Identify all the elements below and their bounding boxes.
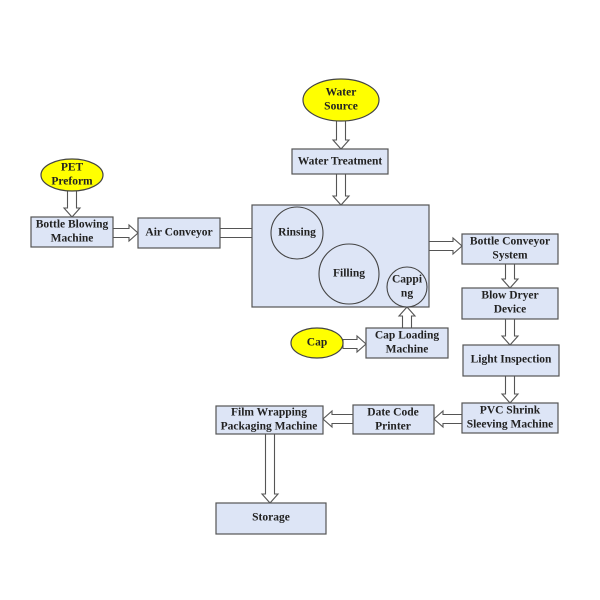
arrow-cap-to-cap-loading bbox=[342, 334, 367, 354]
arrow-filling-block-to-bottle-conveyor bbox=[428, 236, 463, 256]
water-source-label-2: Source bbox=[324, 101, 358, 113]
arrow-blow-dryer-to-light-inspection bbox=[500, 318, 520, 346]
pet-preform-label-1: PET bbox=[61, 162, 84, 174]
film-wrapping-label-2: Packaging Machine bbox=[221, 421, 318, 433]
date-code-label-1: Date Code bbox=[367, 407, 418, 419]
pvc-shrink-label-2: Sleeving Machine bbox=[467, 419, 554, 431]
arrow-light-inspection-to-pvc-shrink bbox=[500, 375, 520, 404]
cap-loading-node bbox=[365, 327, 449, 359]
cap-label: Cap bbox=[307, 337, 327, 349]
storage-label: Storage bbox=[252, 512, 290, 524]
water-treatment-node bbox=[291, 148, 389, 175]
arrow-treatment-to-filling-block bbox=[331, 173, 351, 206]
bottle-blowing-node bbox=[30, 216, 114, 248]
arrow-film-wrapping-to-storage bbox=[260, 433, 280, 504]
pvc-shrink-node bbox=[461, 402, 559, 434]
cap-loading-label-2: Machine bbox=[386, 344, 429, 356]
light-inspection-label: Light Inspection bbox=[471, 354, 552, 366]
bottle-conveyor-node bbox=[461, 233, 559, 265]
arrow-cap-loading-to-capping bbox=[397, 306, 417, 329]
filling-node bbox=[318, 243, 380, 305]
film-wrapping-node bbox=[215, 405, 324, 435]
arrow-pvc-shrink-to-date-code bbox=[433, 409, 463, 429]
bottle-blowing-label-1: Bottle Blowing bbox=[36, 219, 109, 231]
bottle-conveyor-label-1: Bottle Conveyor bbox=[470, 236, 550, 248]
bottle-blowing-label-2: Machine bbox=[51, 233, 94, 245]
rinsing-label: Rinsing bbox=[278, 227, 316, 239]
blow-dryer-label-1: Blow Dryer bbox=[481, 290, 538, 302]
air-conveyor-label: Air Conveyor bbox=[145, 227, 212, 239]
film-wrapping-label-1: Film Wrapping bbox=[231, 407, 307, 419]
capping-node bbox=[386, 266, 428, 308]
filling-label: Filling bbox=[333, 268, 365, 280]
storage-node bbox=[215, 502, 327, 535]
arrow-water-source-to-treatment bbox=[331, 120, 351, 150]
bottle-conveyor-label-2: System bbox=[492, 250, 528, 262]
light-inspection-node bbox=[462, 344, 560, 377]
arrow-date-code-to-film-wrapping bbox=[322, 409, 354, 429]
air-conveyor-node bbox=[137, 217, 221, 249]
pet-preform-node bbox=[40, 158, 104, 192]
arrow-blowing-to-air-conveyor bbox=[112, 223, 139, 243]
water-source-label-1: Water bbox=[326, 87, 357, 99]
cap-node bbox=[290, 327, 344, 359]
rinsing-node bbox=[270, 206, 324, 260]
arrow-bottle-conveyor-to-blow-dryer bbox=[500, 263, 520, 289]
arrow-preform-to-blowing bbox=[62, 190, 82, 218]
blow-dryer-node bbox=[461, 287, 559, 320]
capping-label-1: Cappi bbox=[392, 274, 423, 286]
date-code-node bbox=[352, 404, 435, 435]
pvc-shrink-label-1: PVC Shrink bbox=[480, 405, 541, 417]
date-code-label-2: Printer bbox=[375, 421, 411, 433]
blow-dryer-label-2: Device bbox=[494, 304, 527, 316]
water-source-node bbox=[302, 78, 380, 122]
capping-label-2: ng bbox=[401, 288, 413, 300]
water-treatment-label: Water Treatment bbox=[298, 156, 383, 168]
pet-preform-label-2: Preform bbox=[51, 176, 93, 188]
arrows bbox=[62, 120, 520, 504]
cap-loading-label-1: Cap Loading bbox=[375, 330, 439, 342]
